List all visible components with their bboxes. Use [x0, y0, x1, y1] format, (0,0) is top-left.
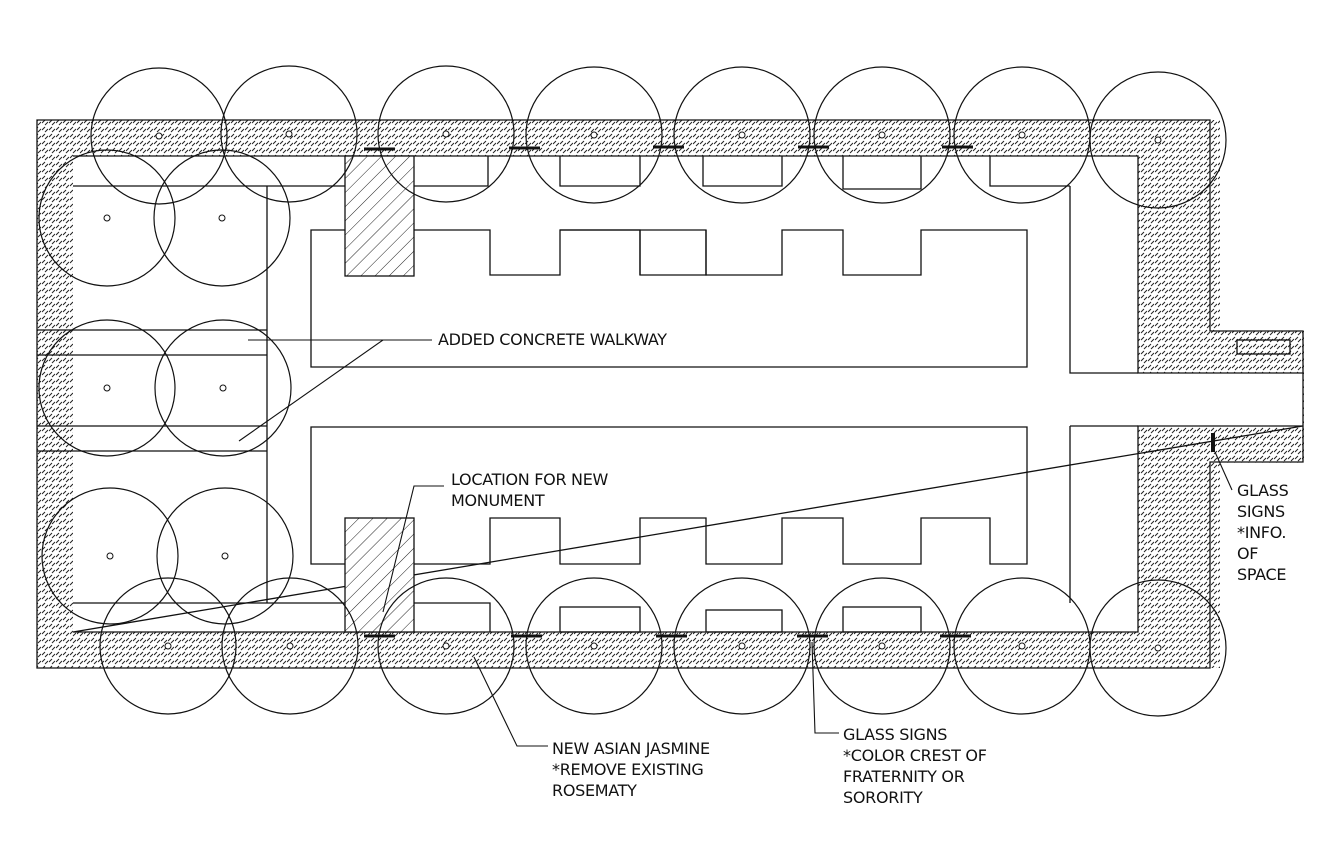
- tree-trunk-dot: [219, 384, 227, 392]
- tree-trunk-dot: [221, 552, 229, 560]
- monument-label-line1: LOCATION FOR NEW: [451, 470, 609, 489]
- tree-trunk-dot: [442, 130, 450, 138]
- tree-trunk-dot: [442, 642, 450, 650]
- glass-signs-bottom-line3: FRATERNITY OR: [843, 767, 965, 786]
- bottom-boxes: [559, 606, 922, 633]
- tree-trunk-dot: [103, 214, 111, 222]
- glass-signs-bottom-line1: GLASS SIGNS: [843, 725, 948, 744]
- tree-canopy: [154, 319, 292, 457]
- tree-canopy: [41, 487, 179, 625]
- tree-canopy: [99, 577, 237, 715]
- tree-trunk-dot: [164, 642, 172, 650]
- tree-trunk-dot: [285, 130, 293, 138]
- tree-canopy: [1089, 579, 1227, 717]
- tree-canopy: [377, 577, 515, 715]
- jasmine-label-line3: ROSEMATY: [552, 781, 637, 800]
- tree-trunk-dot: [103, 384, 111, 392]
- tree-canopy: [153, 149, 291, 287]
- glass-signs-right-line5: SPACE: [1237, 565, 1287, 584]
- tree-canopy: [673, 66, 811, 204]
- tree-trunk-dot: [590, 642, 598, 650]
- tree-trunk-dot: [878, 642, 886, 650]
- left-plaza: [37, 185, 340, 604]
- tree-trunk-dot: [738, 131, 746, 139]
- walkway-label: ADDED CONCRETE WALKWAY: [438, 330, 667, 349]
- tree-canopy: [90, 67, 228, 205]
- tree-trunk-dot: [1154, 136, 1162, 144]
- tree-trunk-dot: [878, 131, 886, 139]
- monument-label-line2: MONUMENT: [451, 491, 545, 510]
- lower-planter: [310, 426, 1028, 565]
- leader-lines: [238, 339, 1233, 747]
- glass-signs-right-line3: *INFO.: [1237, 523, 1287, 542]
- top-boxes: [559, 156, 1070, 190]
- tree-trunk-dot: [106, 552, 114, 560]
- border-inner-outline: [72, 155, 1304, 633]
- tree-trunk-dot: [1018, 642, 1026, 650]
- tree-canopy: [813, 66, 951, 204]
- tree-canopy: [377, 65, 515, 203]
- glass-signs-right-line2: SIGNS: [1237, 502, 1285, 521]
- tree-trunk-dot: [738, 642, 746, 650]
- tree-canopy: [525, 577, 663, 715]
- tree-trunk-dot: [590, 131, 598, 139]
- tree-canopy: [1089, 71, 1227, 209]
- border-outline: [36, 119, 1304, 669]
- tree-trunk-dot: [155, 132, 163, 140]
- sign-box-right: [1236, 339, 1291, 355]
- glass-signs-right-line1: GLASS: [1237, 481, 1289, 500]
- tree-trunk-dot: [1154, 644, 1162, 652]
- glass-signs-bottom-line4: SORORITY: [843, 788, 923, 807]
- jasmine-label-line1: NEW ASIAN JASMINE: [552, 739, 710, 758]
- monument-area-bottom: [344, 517, 415, 633]
- glass-signs-top: [364, 145, 973, 151]
- tree-canopies: [38, 65, 1227, 717]
- tree-canopy: [525, 66, 663, 204]
- glass-signs-bottom-line2: *COLOR CREST OF: [843, 746, 987, 765]
- tree-canopy: [156, 487, 294, 625]
- tree-trunk-dot: [286, 642, 294, 650]
- tree-trunk-dot: [1018, 131, 1026, 139]
- tree-canopy: [221, 577, 359, 715]
- tree-canopy: [813, 577, 951, 715]
- glass-signs-right-line4: OF: [1237, 544, 1259, 563]
- tree-canopy: [220, 65, 358, 203]
- tree-canopy: [38, 149, 176, 287]
- tree-canopy: [673, 577, 811, 715]
- jasmine-label-line2: *REMOVE EXISTING: [552, 760, 704, 779]
- tree-trunk-dot: [218, 214, 226, 222]
- tree-canopy: [38, 319, 176, 457]
- monument-area-top: [344, 155, 415, 277]
